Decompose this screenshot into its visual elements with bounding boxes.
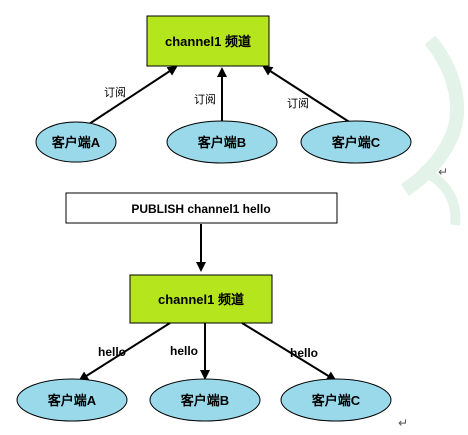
publish-command-box — [65, 192, 338, 224]
bottom-client-c-label: 客户端C — [312, 393, 361, 408]
bottom-client-a — [16, 378, 128, 422]
top-channel-box — [146, 15, 270, 67]
bottom-arrow-c — [241, 322, 337, 382]
bottom-client-c — [280, 378, 392, 422]
top-client-a — [35, 121, 117, 163]
top-client-b-label: 客户端B — [198, 135, 246, 150]
watermark — [401, 35, 464, 226]
top-edge-label-a: 订阅 — [104, 86, 126, 99]
bottom-client-a-label: 客户端A — [48, 393, 97, 408]
top-client-c — [300, 120, 412, 164]
top-edge-label-c: 订阅 — [287, 97, 309, 110]
bottom-channel-label: channel1 频道 — [158, 292, 244, 307]
bottom-edge-label-c: hello — [290, 346, 318, 360]
bottom-client-b-label: 客户端B — [181, 393, 229, 408]
top-client-b — [166, 120, 278, 164]
return-mark-2: ↵ — [398, 416, 408, 430]
bottom-edge-label-b: hello — [170, 344, 198, 358]
top-edge-label-b: 订阅 — [194, 93, 216, 106]
top-client-c-label: 客户端C — [332, 135, 381, 150]
bottom-channel-box — [129, 274, 273, 324]
top-channel-label: channel1 频道 — [165, 34, 251, 49]
bottom-arrow-a — [78, 322, 171, 382]
return-mark-1: ↵ — [438, 165, 448, 179]
publish-command-label: PUBLISH channel1 hello — [131, 202, 270, 216]
top-client-a-label: 客户端A — [52, 135, 101, 150]
bottom-client-b — [149, 378, 261, 422]
top-arrow-a — [82, 65, 178, 129]
top-arrow-c — [262, 65, 355, 126]
bottom-edge-label-a: hello — [98, 345, 126, 359]
